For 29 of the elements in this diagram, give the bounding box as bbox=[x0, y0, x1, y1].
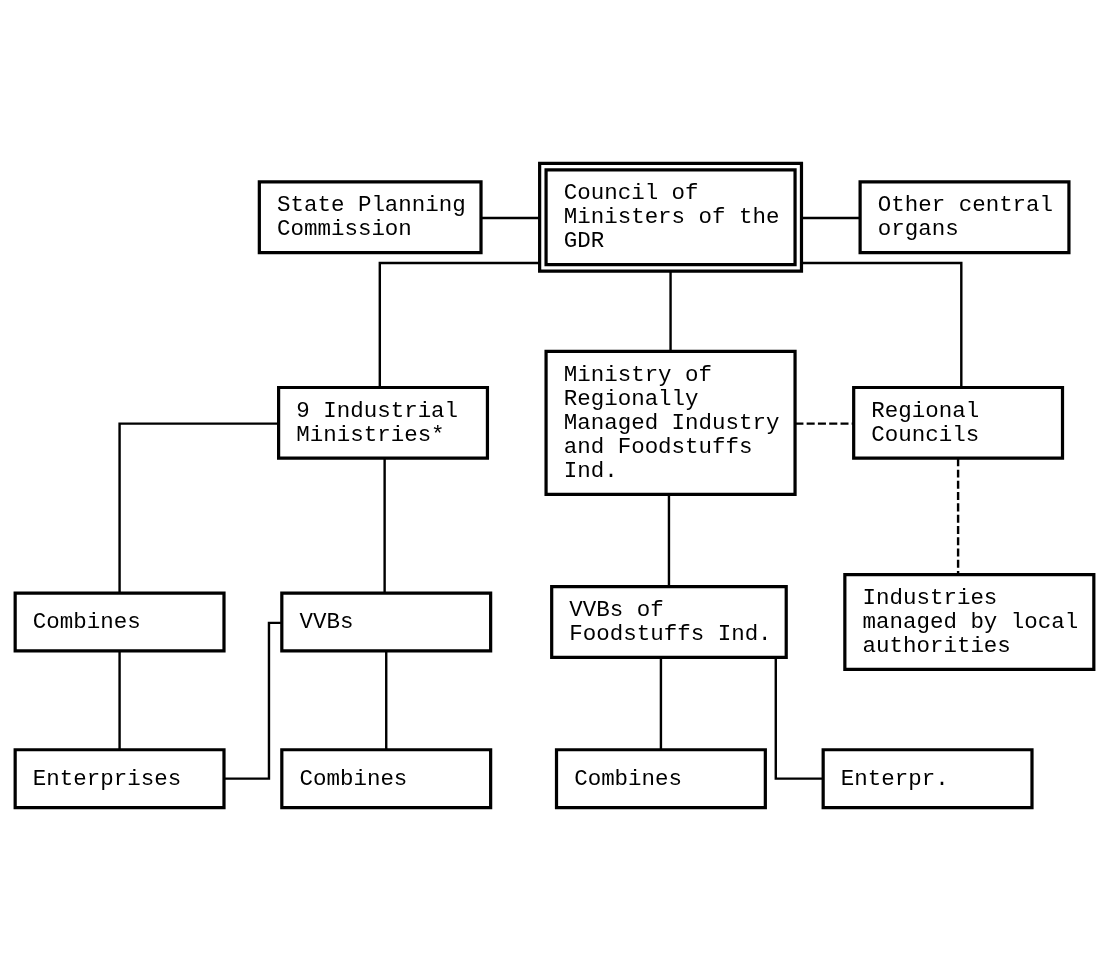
node-box: Combines bbox=[13, 591, 226, 653]
node-box: VVBs of Foodstuffs Ind. bbox=[550, 584, 788, 659]
connector bbox=[774, 657, 823, 780]
connector bbox=[801, 261, 963, 387]
node-box: Enterpr. bbox=[821, 747, 1034, 809]
node-box: Ministry of Regionally Managed Industry and Foodstuffs Ind. bbox=[544, 349, 797, 496]
connector bbox=[669, 270, 672, 351]
connector bbox=[383, 457, 386, 593]
node-box: Combines bbox=[554, 747, 767, 809]
connector bbox=[795, 421, 854, 425]
connector bbox=[224, 621, 282, 780]
node-box: 9 Industrial Ministries* bbox=[277, 385, 490, 460]
node-box: Industries managed by local authorities bbox=[843, 572, 1096, 671]
connector bbox=[378, 261, 540, 387]
connector bbox=[667, 494, 671, 587]
node-box: Enterprises bbox=[13, 747, 226, 809]
connector bbox=[118, 421, 279, 593]
connector bbox=[801, 216, 860, 219]
node-box: Other central organs bbox=[858, 179, 1071, 254]
node-box: Combines bbox=[280, 747, 493, 809]
node-box: State Planning Commission bbox=[257, 179, 483, 254]
connector bbox=[481, 216, 540, 219]
connector bbox=[385, 651, 388, 749]
connector bbox=[956, 457, 960, 574]
connector bbox=[659, 657, 663, 750]
node-box: Regional Councils bbox=[852, 385, 1065, 460]
node-box: Council of Ministers of the GDR bbox=[538, 161, 804, 273]
connector bbox=[118, 651, 121, 749]
node-box: VVBs bbox=[280, 591, 493, 653]
